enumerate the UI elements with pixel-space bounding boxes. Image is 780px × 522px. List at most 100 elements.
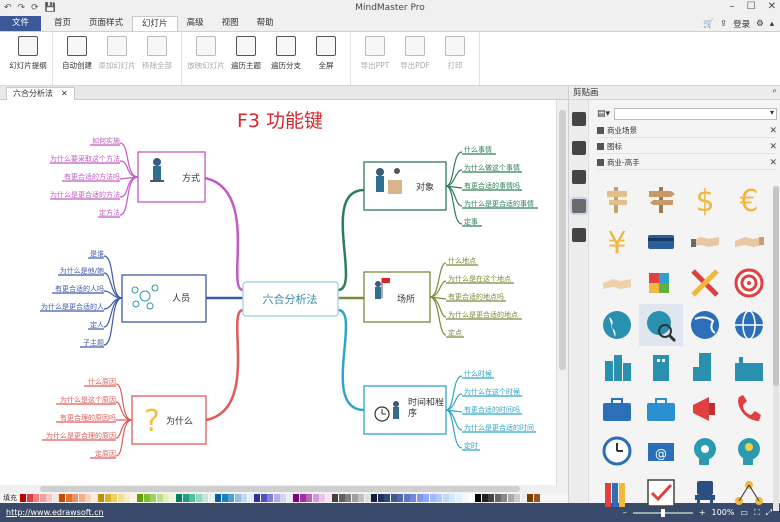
- clipart-item[interactable]: [683, 346, 727, 388]
- clipart-item[interactable]: [727, 262, 771, 304]
- color-swatch[interactable]: [104, 494, 111, 502]
- color-swatch[interactable]: [208, 494, 215, 502]
- color-swatch[interactable]: [364, 494, 371, 502]
- clipart-item[interactable]: [683, 472, 727, 514]
- color-swatch[interactable]: [501, 494, 507, 502]
- color-swatch[interactable]: [390, 494, 397, 502]
- color-swatch[interactable]: [215, 494, 221, 502]
- hscroll-thumb[interactable]: [40, 486, 520, 492]
- clipart-item[interactable]: @: [639, 430, 683, 472]
- fit-icon[interactable]: ▭: [740, 508, 748, 517]
- color-swatch[interactable]: [306, 494, 312, 502]
- clipart-search-dropdown[interactable]: [614, 108, 777, 120]
- clipart-item[interactable]: [595, 430, 639, 472]
- color-swatch[interactable]: [403, 494, 410, 502]
- color-swatch[interactable]: [507, 494, 514, 502]
- clipart-item[interactable]: [727, 388, 771, 430]
- category-business-expert[interactable]: 商业-高手 ✕: [597, 156, 777, 170]
- color-swatch[interactable]: [475, 494, 481, 502]
- color-swatch[interactable]: [85, 494, 91, 502]
- color-swatch[interactable]: [442, 494, 449, 502]
- color-swatch[interactable]: [182, 494, 189, 502]
- tab-home[interactable]: 首页: [54, 18, 72, 28]
- color-swatch[interactable]: [527, 494, 533, 502]
- color-swatch[interactable]: [410, 494, 416, 502]
- color-swatch[interactable]: [397, 494, 403, 502]
- pin-icon[interactable]: ᴾ: [772, 88, 776, 97]
- color-swatch[interactable]: [345, 494, 351, 502]
- color-swatch[interactable]: [312, 494, 319, 502]
- clipart-item[interactable]: [639, 262, 683, 304]
- format-icon[interactable]: [572, 112, 586, 126]
- color-swatch[interactable]: [202, 494, 208, 502]
- node-why[interactable]: [131, 395, 207, 445]
- color-swatch[interactable]: [299, 494, 306, 502]
- color-swatch[interactable]: [52, 494, 59, 502]
- clipart-item[interactable]: [683, 304, 727, 346]
- color-swatch[interactable]: [377, 494, 384, 502]
- clipart-item[interactable]: [727, 430, 771, 472]
- tab-slides[interactable]: 幻灯片: [132, 16, 178, 31]
- vscroll-thumb[interactable]: [559, 110, 566, 370]
- color-swatch[interactable]: [319, 494, 325, 502]
- traverse-topic-button[interactable]: 遍历主题: [226, 32, 266, 85]
- fullscreen-button[interactable]: 全屏: [306, 32, 346, 85]
- color-swatch[interactable]: [514, 494, 520, 502]
- clipart-item[interactable]: [727, 304, 771, 346]
- clipart-item[interactable]: [639, 472, 683, 514]
- color-swatch[interactable]: [65, 494, 72, 502]
- expand-icon[interactable]: ⤢: [765, 507, 772, 517]
- zoom-slider[interactable]: [632, 508, 693, 517]
- clipart-item[interactable]: [639, 346, 683, 388]
- clipart-item[interactable]: [595, 178, 639, 220]
- clipart-item[interactable]: [683, 430, 727, 472]
- clipart-item[interactable]: [683, 220, 727, 262]
- clipart-item[interactable]: ¥: [595, 220, 639, 262]
- close-icon[interactable]: ✕: [767, 1, 776, 12]
- color-swatch[interactable]: [488, 494, 494, 502]
- document-tab[interactable]: 六合分析法 ✕: [6, 87, 75, 100]
- color-swatch[interactable]: [260, 494, 267, 502]
- node-method[interactable]: [137, 151, 206, 203]
- share-icon[interactable]: ⇪: [719, 19, 728, 29]
- color-swatch[interactable]: [468, 494, 475, 502]
- zoom-slider-knob[interactable]: [660, 508, 665, 517]
- color-swatch[interactable]: [241, 494, 247, 502]
- close-category-icon[interactable]: ✕: [769, 141, 777, 152]
- color-swatch[interactable]: [273, 494, 280, 502]
- clipart-item[interactable]: [727, 346, 771, 388]
- collapse-ribbon-icon[interactable]: ▴: [769, 19, 774, 29]
- color-swatch[interactable]: [98, 494, 104, 502]
- color-swatch[interactable]: [455, 494, 462, 502]
- color-swatch[interactable]: [280, 494, 286, 502]
- color-swatch[interactable]: [124, 494, 130, 502]
- print-button[interactable]: 打印: [435, 32, 475, 85]
- clipart-item[interactable]: [727, 220, 771, 262]
- color-swatch[interactable]: [150, 494, 156, 502]
- fullscreen-icon[interactable]: ⛶: [753, 507, 760, 517]
- color-swatch[interactable]: [156, 494, 163, 502]
- color-swatch[interactable]: [254, 494, 260, 502]
- clipart-item[interactable]: [639, 220, 683, 262]
- tab-page-style[interactable]: 页面样式: [89, 18, 124, 28]
- canvas-vertical-scrollbar[interactable]: [556, 100, 568, 485]
- color-swatch[interactable]: [436, 494, 442, 502]
- tab-view[interactable]: 视图: [221, 18, 239, 28]
- settings-icon[interactable]: ⚙: [756, 19, 764, 29]
- play-slides-button[interactable]: 放映幻灯片: [186, 32, 226, 85]
- color-swatch[interactable]: [293, 494, 299, 502]
- color-swatch[interactable]: [351, 494, 358, 502]
- color-swatch[interactable]: [111, 494, 117, 502]
- theme-icon[interactable]: [572, 170, 586, 184]
- zoom-out-icon[interactable]: –: [622, 508, 627, 517]
- color-swatch[interactable]: [195, 494, 202, 502]
- color-swatch[interactable]: [449, 494, 455, 502]
- clipart-item[interactable]: [639, 304, 683, 346]
- color-swatch[interactable]: [221, 494, 228, 502]
- undo-icon[interactable]: ↶: [4, 3, 12, 13]
- color-swatch[interactable]: [384, 494, 390, 502]
- add-slide-button[interactable]: 添加幻灯片: [97, 32, 137, 85]
- redo-icon[interactable]: ↷: [17, 3, 26, 13]
- login-link[interactable]: 登录: [733, 20, 751, 30]
- color-swatch[interactable]: [78, 494, 85, 502]
